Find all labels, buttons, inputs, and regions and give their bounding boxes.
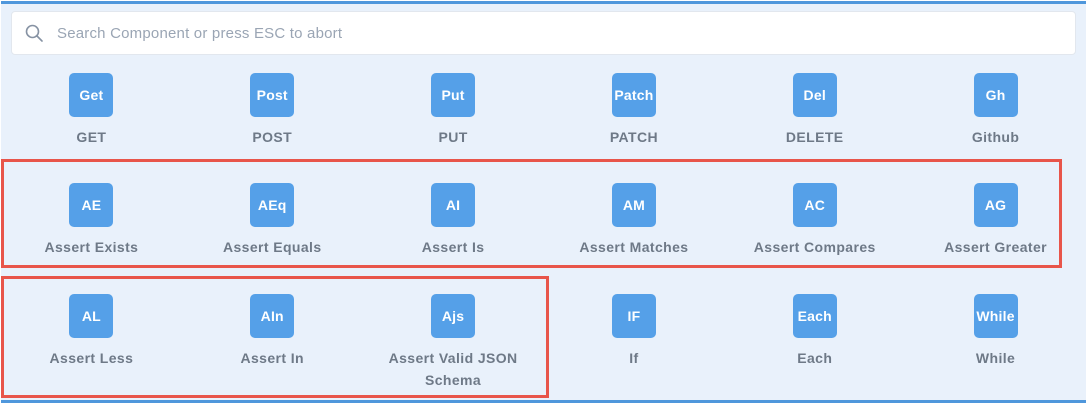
component-badge: Del [792,73,837,117]
component-badge: AL [69,294,114,338]
component-badge: Put [431,73,476,117]
component-label: Assert Greater [944,239,1047,255]
tile-patch[interactable]: Patch PATCH [553,73,715,148]
tile-assert-compares[interactable]: AC Assert Compares [734,183,896,258]
tile-assert-greater[interactable]: AG Assert Greater [915,183,1077,258]
component-label: While [975,350,1016,366]
tile-put[interactable]: Put PUT [372,73,534,148]
component-badge: AEq [250,183,295,227]
component-row-1: Get GET Post POST Put PUT Patch PATCH De… [1,73,1086,148]
tile-assert-is[interactable]: AI Assert Is [372,183,534,258]
component-label: POST [252,129,293,145]
component-badge: While [973,294,1018,338]
search-icon [24,23,44,43]
component-label: PUT [438,129,468,145]
component-badge: Each [792,294,837,338]
component-label: Assert Matches [579,239,689,255]
component-badge: Get [69,73,114,117]
component-row-3: AL Assert Less AIn Assert In Ajs Assert … [1,294,1086,391]
component-label: Assert Compares [753,239,876,255]
component-row-2: AE Assert Exists AEq Assert Equals AI As… [1,183,1086,258]
component-badge: AI [431,183,476,227]
component-badge: Post [250,73,295,117]
tile-each[interactable]: Each Each [734,294,896,391]
component-badge: AC [792,183,837,227]
component-badge: AG [973,183,1018,227]
component-label: DELETE [785,129,844,145]
component-label: Assert Exists [44,239,139,255]
tile-if[interactable]: IF If [553,294,715,391]
component-badge: IF [611,294,656,338]
tile-assert-in[interactable]: AIn Assert In [191,294,353,391]
tile-assert-less[interactable]: AL Assert Less [10,294,172,391]
component-label: PATCH [609,129,658,145]
tile-assert-valid-json-schema[interactable]: Ajs Assert Valid JSON Schema [372,294,534,391]
component-label: Assert Is [421,239,485,255]
search-box [11,11,1076,55]
component-badge: Patch [611,73,656,117]
component-badge: AIn [250,294,295,338]
component-badge: Ajs [431,294,476,338]
tile-while[interactable]: While While [915,294,1077,391]
component-label: GET [76,129,107,145]
component-label: If [629,350,639,366]
tile-get[interactable]: Get GET [10,73,172,148]
tile-github[interactable]: Gh Github [915,73,1077,148]
search-input[interactable] [57,24,1063,42]
component-label: Github [971,129,1020,145]
tile-delete[interactable]: Del DELETE [734,73,896,148]
component-badge: AE [69,183,114,227]
tile-post[interactable]: Post POST [191,73,353,148]
component-label: Each [797,350,833,366]
component-label: Assert In [240,350,304,366]
component-badge: Gh [973,73,1018,117]
component-badge: AM [611,183,656,227]
tile-assert-equals[interactable]: AEq Assert Equals [191,183,353,258]
tile-assert-exists[interactable]: AE Assert Exists [10,183,172,258]
component-label: Assert Less [49,350,134,366]
tile-assert-matches[interactable]: AM Assert Matches [553,183,715,258]
component-label: Assert Valid JSON Schema [388,350,518,388]
component-label: Assert Equals [222,239,322,255]
